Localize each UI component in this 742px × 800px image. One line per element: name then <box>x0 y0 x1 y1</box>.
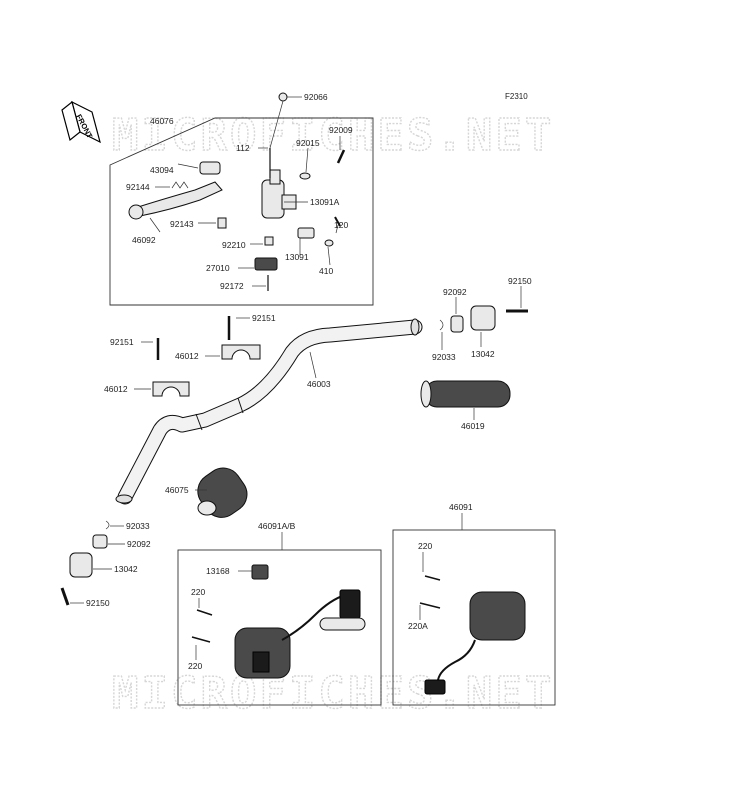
label-46075: 46075 <box>165 485 189 495</box>
label-46019: 46019 <box>461 421 485 431</box>
clutch-lever-46092 <box>128 181 223 220</box>
washer-92015 <box>299 172 311 180</box>
switch-46091 <box>424 591 526 695</box>
label-92033-top: 92033 <box>432 352 456 362</box>
diagram-code: F2310 <box>505 92 528 101</box>
watermark-bottom: MICROFICHES.NET <box>112 668 554 719</box>
weight-13042-bot <box>69 552 93 578</box>
holder-46012-left <box>152 381 190 397</box>
ring-92033-bot <box>105 520 110 530</box>
label-92092-top: 92092 <box>443 287 467 297</box>
handlebar-46003 <box>115 318 423 505</box>
label-92210: 92210 <box>222 240 246 250</box>
pin-92143 <box>217 217 227 229</box>
label-43094: 43094 <box>150 165 174 175</box>
label-13091A: 13091A <box>310 197 340 207</box>
label-92092-bot: 92092 <box>127 539 151 549</box>
part-13168 <box>251 564 269 580</box>
label-220-b: 220 <box>191 587 205 597</box>
label-92150-bot: 92150 <box>86 598 110 608</box>
label-46076: 46076 <box>150 116 174 126</box>
label-92150-top: 92150 <box>508 276 532 286</box>
screw-220-d <box>191 636 211 643</box>
clamp-13091 <box>297 227 315 239</box>
switch-box-right <box>392 529 556 706</box>
switch-27010 <box>254 257 278 271</box>
label-120: 120 <box>334 220 348 230</box>
grip-46075 <box>197 467 248 518</box>
weight-13042-top <box>470 305 496 331</box>
label-13042-top: 13042 <box>471 349 495 359</box>
holder-46012-top <box>221 344 261 360</box>
label-92015: 92015 <box>296 138 320 148</box>
label-46003: 46003 <box>307 379 331 389</box>
label-220A: 220A <box>408 621 428 631</box>
label-92066: 92066 <box>304 92 328 102</box>
bolt-92009 <box>336 149 346 164</box>
spring-92144 <box>171 181 189 189</box>
label-92151-left: 92151 <box>110 337 134 347</box>
screw-120 <box>334 216 341 227</box>
collar-92092-top <box>450 315 464 333</box>
label-46091AB: 46091A/B <box>258 521 296 531</box>
label-92151-top: 92151 <box>252 313 276 323</box>
label-46012-top: 46012 <box>175 351 199 361</box>
lever-bracket-13091A <box>261 169 297 219</box>
lever-assembly-box <box>109 117 374 306</box>
label-13042-bot: 13042 <box>114 564 138 574</box>
label-27010: 27010 <box>206 263 230 273</box>
screw-220-b <box>196 609 213 616</box>
label-92143: 92143 <box>170 219 194 229</box>
screw-220-a <box>424 575 441 581</box>
label-46091: 46091 <box>449 502 473 512</box>
leader-lines <box>70 96 522 660</box>
bolt-92150-bot <box>60 587 70 606</box>
label-410: 410 <box>319 266 333 276</box>
label-13091: 13091 <box>285 252 309 262</box>
ring-92033-top <box>439 319 444 331</box>
label-220-d: 220 <box>188 661 202 671</box>
label-112: 112 <box>236 143 250 153</box>
collar-92092-bot <box>92 534 108 549</box>
label-92033-bot: 92033 <box>126 521 150 531</box>
grip-46019 <box>420 380 511 408</box>
label-92009: 92009 <box>329 125 353 135</box>
label-92144: 92144 <box>126 182 150 192</box>
washer-410 <box>324 239 334 247</box>
label-46012-left: 46012 <box>104 384 128 394</box>
part-43094 <box>199 161 221 175</box>
switch-box-left <box>177 549 382 706</box>
front-arrow-icon: FRONT <box>61 100 101 144</box>
label-13168: 13168 <box>206 566 230 576</box>
nut-92210 <box>264 236 274 246</box>
screw-220A <box>419 602 441 609</box>
cap-92066 <box>278 92 288 102</box>
label-92172: 92172 <box>220 281 244 291</box>
label-46092: 46092 <box>132 235 156 245</box>
switch-46091AB <box>234 589 366 679</box>
label-220-a: 220 <box>418 541 432 551</box>
